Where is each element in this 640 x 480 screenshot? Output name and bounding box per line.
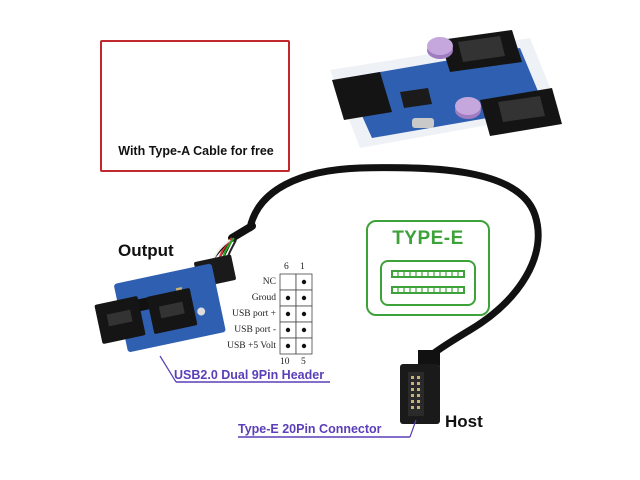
free-cable-promo-box: With Type-A Cable for free	[100, 40, 290, 172]
host-label: Host	[445, 412, 483, 431]
pin-row-label: USB port -	[234, 325, 276, 335]
connector-callout: Type-E 20Pin Connector	[238, 422, 382, 436]
main-cable	[246, 164, 542, 364]
pin-number-bottom-right: 5	[301, 357, 306, 367]
board-closeup	[330, 30, 562, 148]
header-callout-leader	[159, 355, 177, 383]
header-callout: USB2.0 Dual 9Pin Header	[174, 368, 325, 382]
pin-number-top-right: 1	[300, 262, 305, 272]
header-right	[146, 288, 198, 334]
pin-number-top-left: 6	[284, 262, 289, 272]
pin-row-label: NC	[262, 277, 276, 287]
type-e-connector	[400, 350, 440, 424]
pinout-grid	[279, 273, 313, 355]
header-left	[94, 296, 146, 344]
connector-callout-leader	[409, 419, 417, 438]
type-e-badge: TYPE-E	[366, 220, 490, 316]
promo-label: With Type-A Cable for free	[118, 144, 274, 158]
pin-row-label: Groud	[251, 293, 276, 303]
pin-dots	[285, 279, 307, 349]
pin-row-label: USB +5 Volt	[227, 341, 276, 351]
output-label: Output	[118, 241, 174, 260]
wire-bundle	[211, 222, 256, 263]
badge-text: TYPE-E	[392, 228, 464, 249]
pin-row-label: USB port +	[232, 309, 276, 319]
type-e-port-icon	[380, 260, 476, 306]
pin-number-bottom-left: 10	[280, 357, 290, 367]
